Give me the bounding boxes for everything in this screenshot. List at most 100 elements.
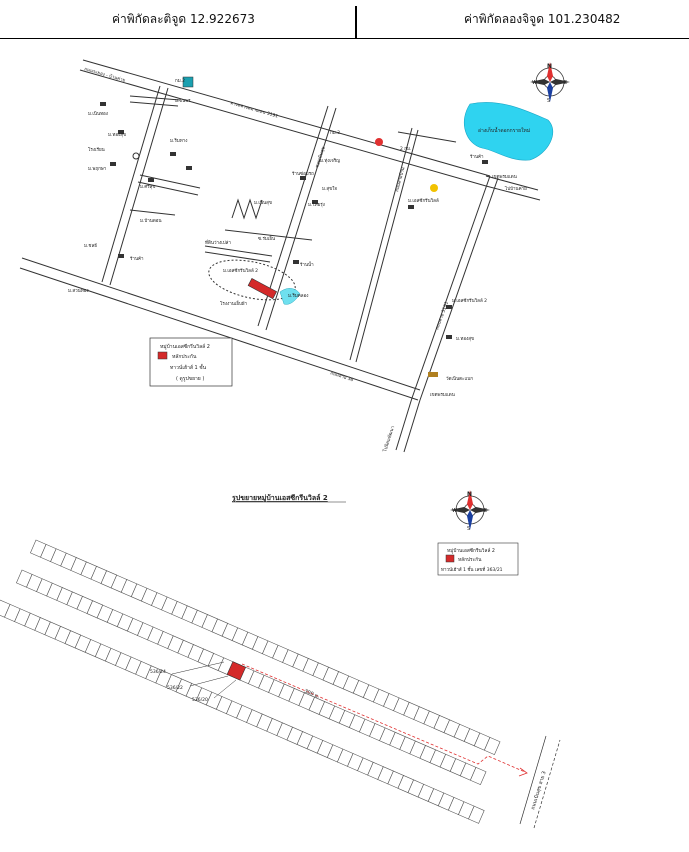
label-km3: 2 กม. <box>400 146 411 152</box>
label-village-c: ม.พฤกษา <box>88 166 107 172</box>
road-left-a <box>101 85 161 283</box>
branch-2 <box>139 174 201 189</box>
road-mid2-b <box>355 129 419 363</box>
home-icon <box>110 162 116 166</box>
label-mid-4: ม.เอสซีกรีนวิลล์ 2 <box>223 267 258 274</box>
plot-cell <box>469 766 487 786</box>
label-right-road-1: เขตพรมแดน <box>492 174 517 180</box>
compass2-s: S <box>467 526 470 532</box>
site-ellipse <box>208 259 296 301</box>
label-bottom-right: เขตพรมแดน <box>430 392 455 398</box>
route-arrow <box>518 767 528 777</box>
home-icon <box>312 200 318 204</box>
home-icon <box>482 160 488 164</box>
fuel-station-icon <box>375 138 383 146</box>
road-down-b <box>403 399 421 453</box>
home-icon <box>293 260 299 264</box>
home-icon <box>148 178 154 182</box>
legend-map2: หมู่บ้านเอสซีกรีนวิลล์ 2 หลักประกัน ทาวน… <box>437 542 519 576</box>
plot-label-1: 536/24 <box>150 669 166 675</box>
label-mid-11: ร้านซ่อมรถ <box>292 171 314 177</box>
label-shop-2: ร้านค้า <box>470 154 484 160</box>
road-mid2-a <box>349 127 413 361</box>
brand-logo-icon <box>182 76 194 88</box>
branch-1 <box>129 95 181 101</box>
branch-2b <box>137 181 199 196</box>
label-village-g: ม.สวนทอง <box>68 288 89 294</box>
label-right-road-2: ไปบ้านค่าย <box>504 186 527 192</box>
road-right-ext-b <box>485 175 539 191</box>
label-temple-area: ม.เอสซีกรีนวิลล์ 2 <box>452 297 487 304</box>
road-bottom-a <box>21 257 421 391</box>
road-left-b <box>109 87 169 286</box>
compass2-e: E <box>484 508 487 514</box>
label-mid-2: ซ.ร่มเย็น <box>258 234 275 242</box>
landmark-icons <box>100 102 488 377</box>
legend2-swatch <box>445 554 455 563</box>
road-down-a <box>395 397 413 451</box>
label-village-h: ม.ธนพร <box>175 98 191 104</box>
location-map <box>19 59 541 453</box>
latitude-text: ค่าพิกัดละติจูด 12.922673 <box>112 12 255 26</box>
branch-6 <box>397 131 457 143</box>
label-village-a: ม.เนินทอง <box>88 111 108 117</box>
map-labels: ถนนระยอง - บ้านค่าย ทางหลวงหมายเลข 3191 … <box>68 66 527 453</box>
label-village-b: ม.ทองสุข <box>108 132 126 138</box>
home-icon <box>446 305 452 309</box>
plot-labels: 536/24 536/22 536/20 <box>150 669 208 703</box>
header-divider <box>355 6 357 38</box>
home-icon <box>446 335 452 339</box>
legend2-title: หมู่บ้านเอสซีกรีนวิลล์ 2 <box>447 547 495 554</box>
home-icon <box>100 102 106 106</box>
lake <box>464 102 554 161</box>
site-marker <box>247 278 278 300</box>
label-temple: วัดเนินตะแบก <box>446 376 473 382</box>
plot-label-2: 536/22 <box>167 685 183 691</box>
label-mid-12: ม.สุขใจ <box>322 186 337 192</box>
map2-title: รูปขยายหมู่บ้านเอสซีกรีนวิลล์ 2 <box>232 493 328 503</box>
pond <box>279 288 301 305</box>
plot-cell <box>483 736 501 756</box>
map2-road-b <box>533 739 561 829</box>
compass2-w: W <box>452 508 457 514</box>
compass-s: S <box>547 98 550 104</box>
home-icon <box>170 152 176 156</box>
label-right-village: ม.ทองสุข <box>456 336 474 342</box>
plot-rows <box>0 539 501 824</box>
label-village-i: ม.ริมทาง <box>170 138 187 144</box>
road-top-a <box>82 59 491 177</box>
label-village-d: ม.ศรีสุข <box>140 184 156 190</box>
label-village-f: ม.ชลธี <box>84 243 97 249</box>
plot-cell <box>468 805 485 824</box>
branch-4b <box>204 251 271 263</box>
road-mid-b <box>265 107 337 331</box>
legend-map1: หมู่บ้านเอสซีกรีนวิลล์ 2 หลักประกัน ทาวน… <box>149 337 233 387</box>
route-line <box>241 663 526 773</box>
label-mid-3: ที่ดินว่างเปล่า <box>205 239 231 246</box>
marker-circle-icon <box>132 152 140 160</box>
label-mid-v: ซอยเนินสุข <box>314 146 326 169</box>
legend1-note: ( ดูรูปขยาย ) <box>176 376 204 382</box>
road-bottom-b <box>19 267 419 401</box>
label-km2: กม.3 <box>330 130 340 136</box>
compass-map2: N S E W <box>450 490 490 532</box>
label-village-e: ม.บ้านดอน <box>140 218 162 224</box>
leader-1 <box>171 661 225 675</box>
label-km1: กม.2 <box>175 78 185 84</box>
road-top-b <box>79 69 487 187</box>
compass-n: N <box>547 63 552 70</box>
branch-4 <box>204 245 273 257</box>
shell-station-icon <box>430 184 438 192</box>
home-icon <box>118 130 124 134</box>
home-icon <box>186 166 192 170</box>
label-mid-9: ร้านน้ำ <box>300 261 314 268</box>
compass-e: E <box>564 80 567 86</box>
legend1-title: หมู่บ้านเอสซีกรีนวิลล์ 2 <box>160 343 210 350</box>
road-right-ext-a <box>485 185 541 201</box>
label-bottom-v: ไปนิคมพัฒนา <box>382 425 396 454</box>
label-mid-5: โรงงานเย็บผ้า <box>220 299 247 307</box>
label-school: โรงเรียน <box>88 146 105 153</box>
branch-1b <box>129 101 179 107</box>
label-road-right-v: ถนนสาย 3191 <box>434 301 450 331</box>
